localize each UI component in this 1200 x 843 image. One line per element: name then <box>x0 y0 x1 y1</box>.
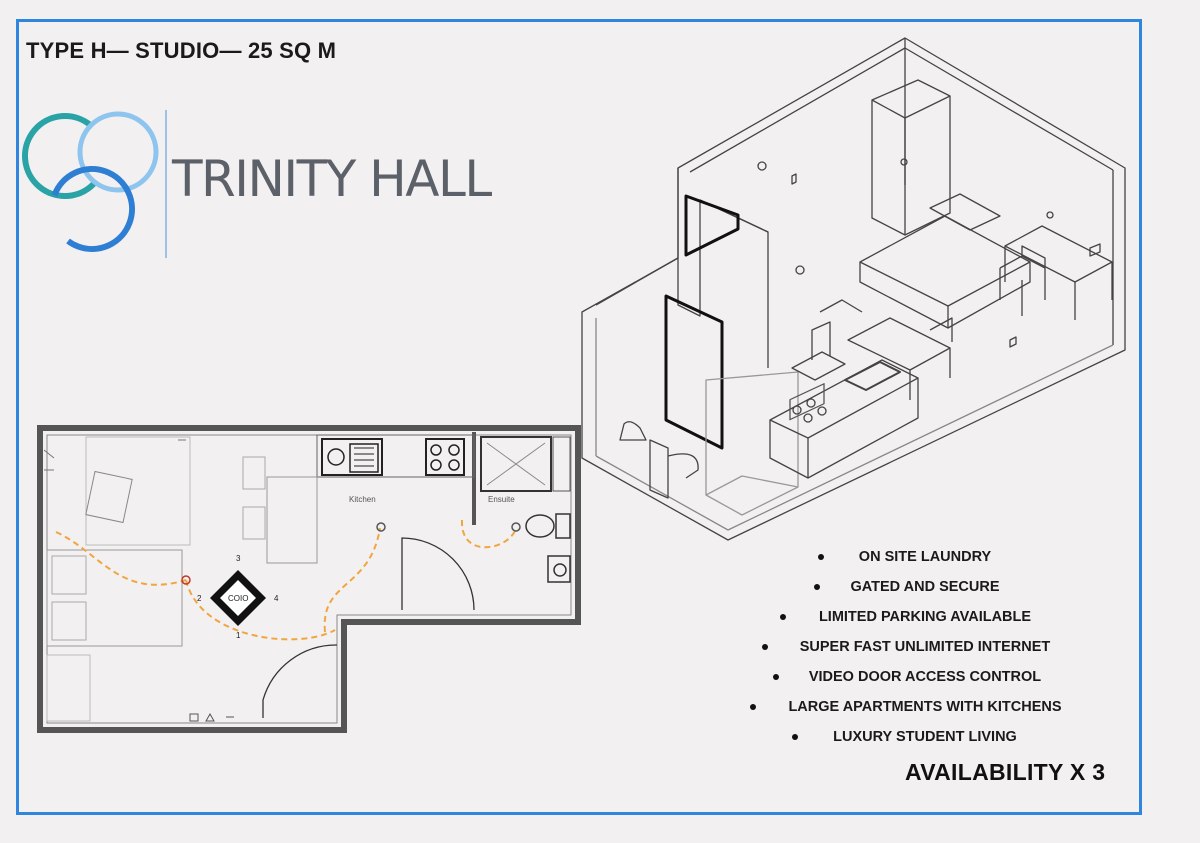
amenity-item: SUPER FAST UNLIMITED INTERNET <box>740 634 1110 664</box>
amenities-list: ON SITE LAUNDRY GATED AND SECURE LIMITED… <box>740 544 1110 754</box>
table-side-3: 3 <box>236 554 241 563</box>
bullet-icon <box>762 644 768 650</box>
table-label: COIO <box>228 594 248 603</box>
bullet-icon <box>750 704 756 710</box>
bullet-icon <box>773 674 779 680</box>
kitchen-label: Kitchen <box>349 495 376 504</box>
border-frame <box>16 19 1142 815</box>
table-side-4: 4 <box>274 594 279 603</box>
floor-plan-walls <box>37 425 581 733</box>
ensuite-label: Ensuite <box>488 495 515 504</box>
availability-note: AVAILABILITY X 3 <box>905 759 1106 785</box>
table-side-2: 2 <box>197 594 202 603</box>
logo-divider <box>165 110 167 258</box>
circulation-path <box>55 519 517 641</box>
amenity-item: LARGE APARTMENTS WITH KITCHENS <box>740 694 1110 724</box>
amenity-item: ON SITE LAUNDRY <box>740 544 1110 574</box>
amenity-item: LIMITED PARKING AVAILABLE <box>740 604 1110 634</box>
bullet-icon <box>818 554 824 560</box>
bullet-icon <box>780 614 786 620</box>
bullet-icon <box>814 584 820 590</box>
brand-name: TRINITY HALL <box>172 150 492 208</box>
table-side-1: 1 <box>236 631 241 640</box>
amenity-item: LUXURY STUDENT LIVING <box>740 724 1110 754</box>
amenity-item: GATED AND SECURE <box>740 574 1110 604</box>
interlocking-circles-logo-icon <box>22 111 159 252</box>
amenity-item: VIDEO DOOR ACCESS CONTROL <box>740 664 1110 694</box>
bullet-icon <box>792 734 798 740</box>
page-title: TYPE H— STUDIO— 25 SQ M <box>26 38 337 63</box>
